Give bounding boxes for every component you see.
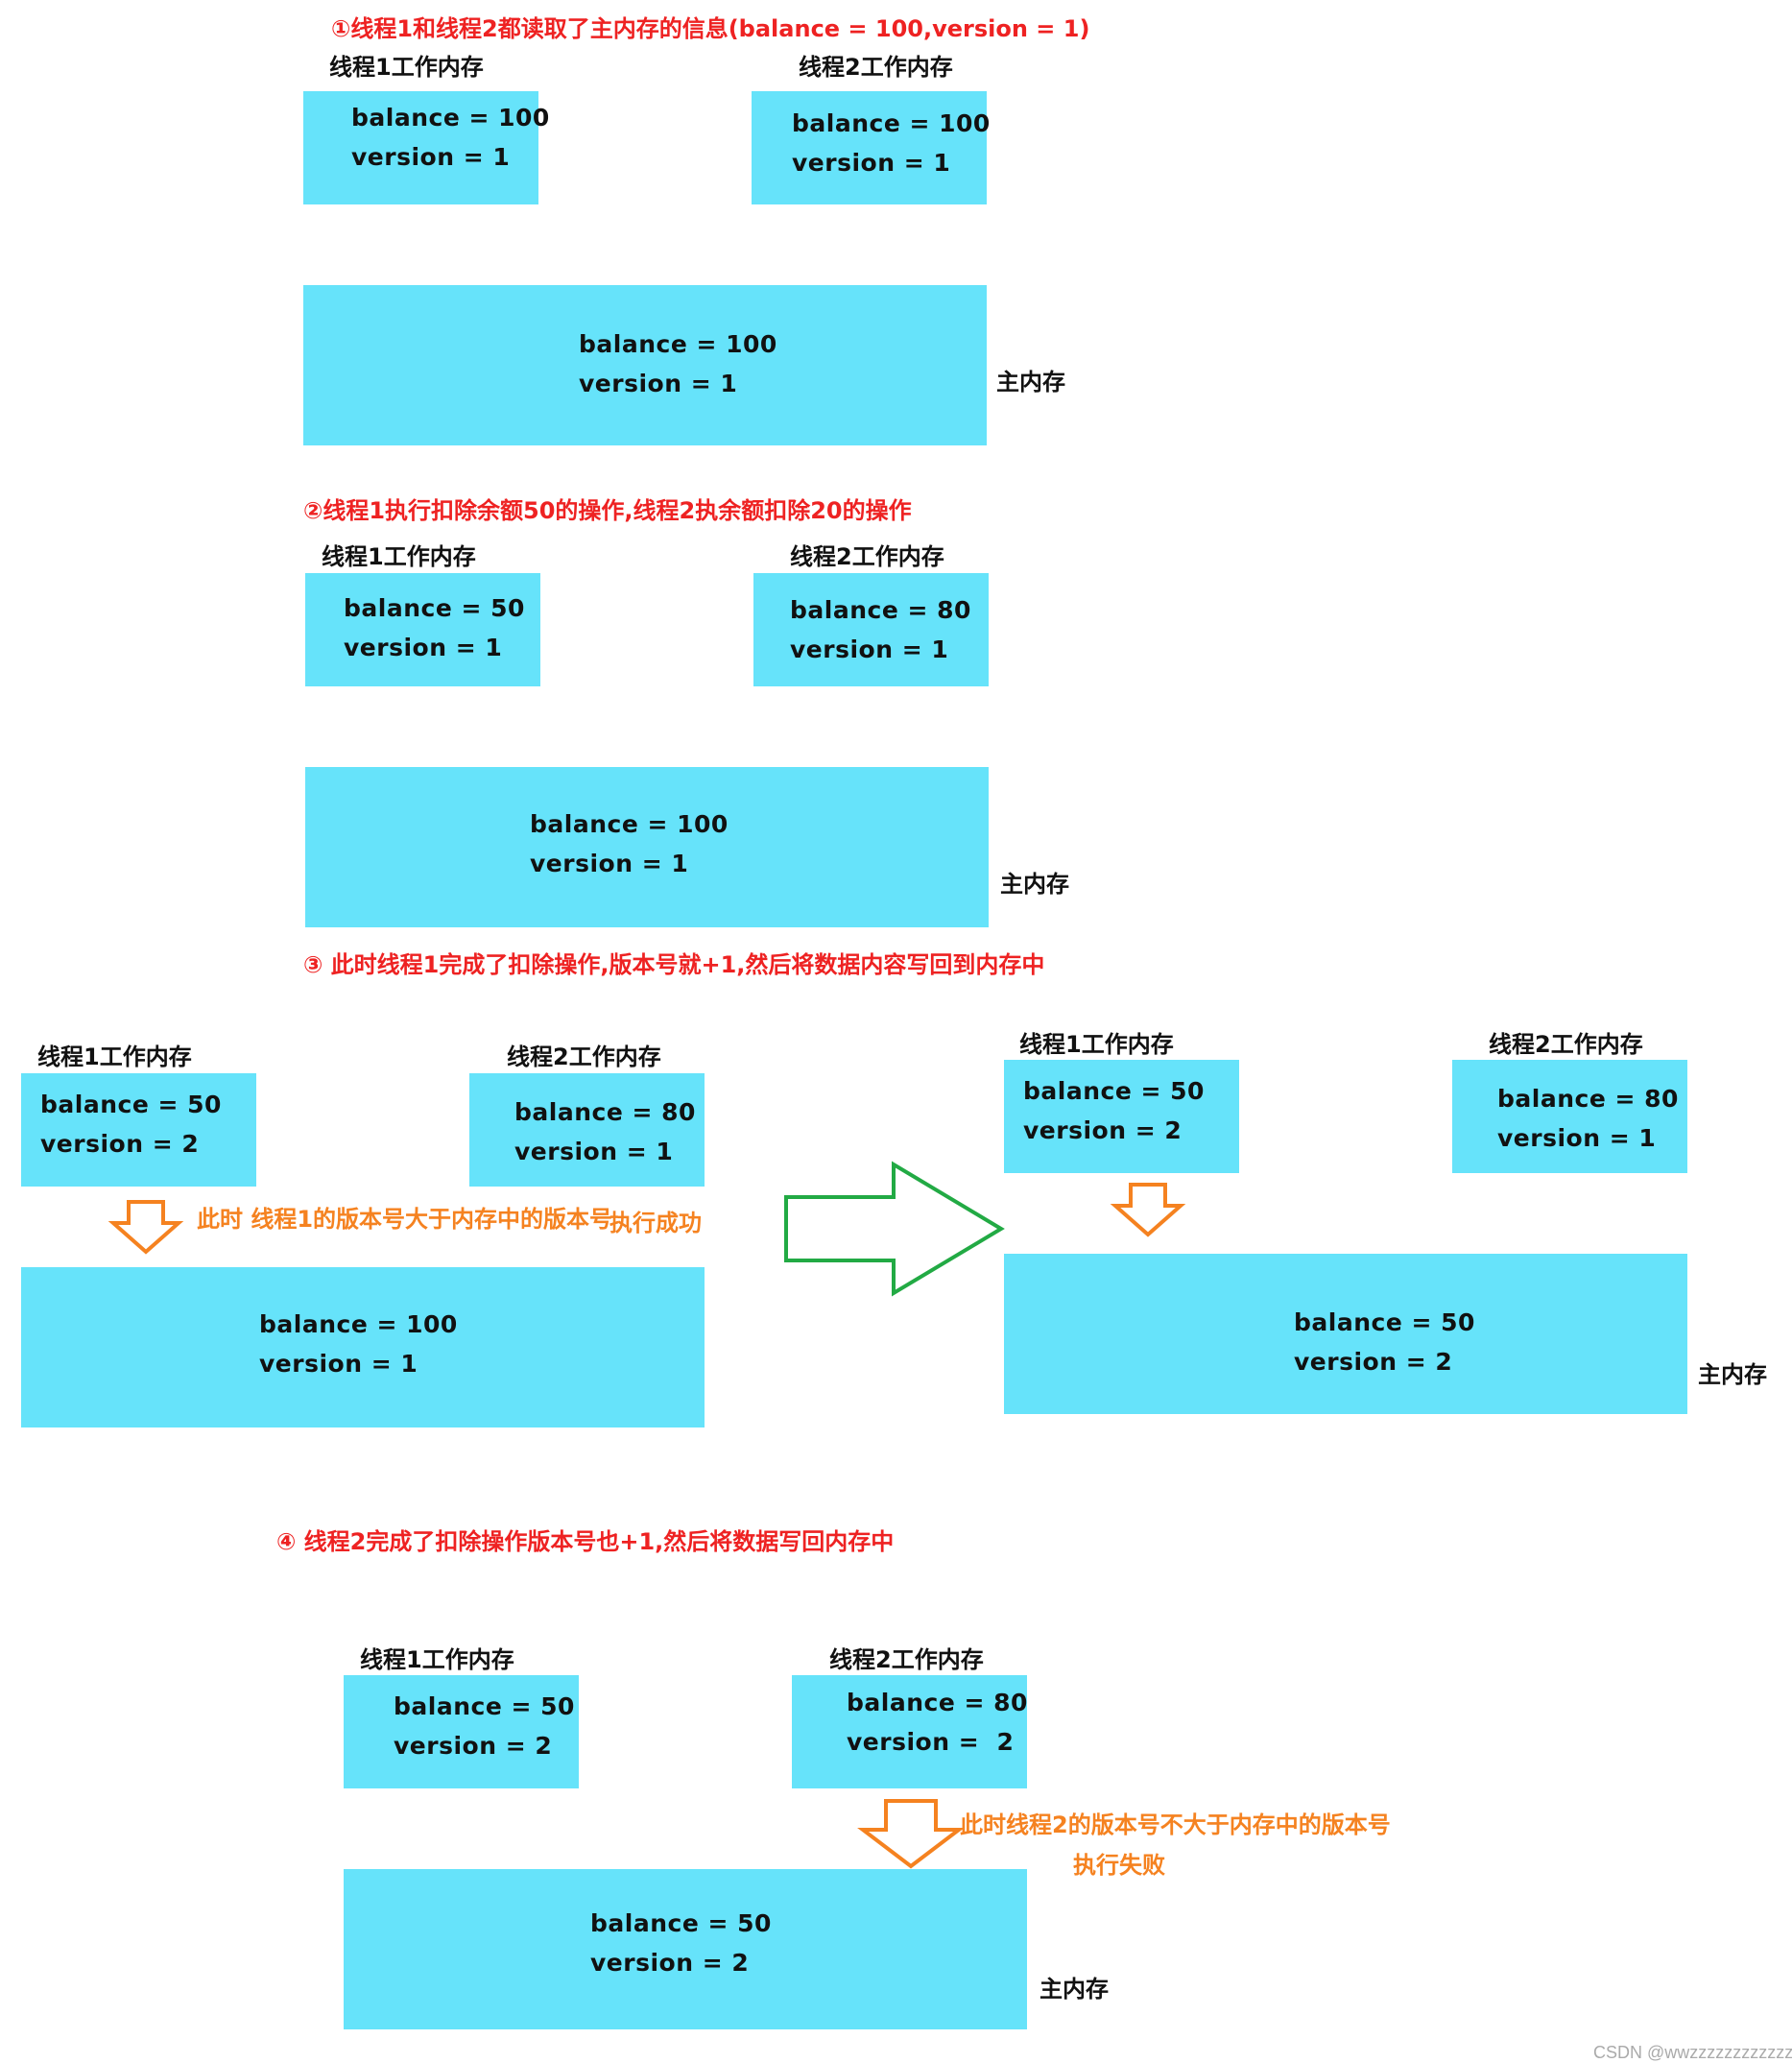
thread2-memory-label: 线程2工作内存 (1489, 1031, 1643, 1058)
thread2-memory-box: balance = 80 version = 1 (1452, 1060, 1687, 1173)
version-value: version = 1 (792, 149, 951, 177)
main-memory-box: balance = 50 version = 2 (344, 1869, 1027, 2029)
main-memory-label: 主内存 (1698, 1361, 1767, 1388)
down-arrow-icon (108, 1200, 184, 1255)
main-memory-box: balance = 100 version = 1 (303, 285, 987, 445)
version-value: version = 1 (514, 1138, 674, 1165)
step2-title: ②线程1执行扣除余额50的操作,线程2执余额扣除20的操作 (303, 497, 912, 524)
balance-value: balance = 50 (344, 594, 525, 622)
thread1-version-note: 此时 线程1的版本号大于内存中的版本号 (197, 1206, 613, 1233)
thread1-memory-box: balance = 50 version = 2 (21, 1073, 256, 1187)
main-memory-box: balance = 100 version = 1 (21, 1267, 705, 1427)
balance-value: balance = 80 (514, 1098, 696, 1126)
step3-title: ③ 此时线程1完成了扣除操作,版本号就+1,然后将数据内容写回到内存中 (303, 951, 1045, 978)
thread2-memory-label: 线程2工作内存 (829, 1646, 984, 1673)
version-value: version = 1 (530, 850, 689, 877)
thread1-memory-label: 线程1工作内存 (37, 1043, 192, 1070)
thread1-memory-label: 线程1工作内存 (322, 543, 476, 570)
main-memory-label: 主内存 (1000, 871, 1069, 898)
thread1-memory-box: balance = 50 version = 1 (305, 573, 540, 686)
balance-value: balance = 80 (847, 1689, 1028, 1716)
step1-title: ①线程1和线程2都读取了主内存的信息(balance = 100,version… (331, 15, 1090, 42)
version-value: version = 1 (344, 634, 503, 661)
version-value: version = 1 (579, 370, 738, 397)
balance-value: balance = 100 (792, 109, 991, 137)
thread1-memory-box: balance = 100 version = 1 (303, 91, 549, 204)
version-value: version = 2 (847, 1728, 1015, 1756)
version-value: version = 1 (351, 143, 511, 171)
version-value: version = 2 (1023, 1116, 1183, 1144)
balance-value: balance = 100 (579, 330, 777, 358)
balance-value: balance = 50 (1294, 1308, 1475, 1336)
thread1-memory-label: 线程1工作内存 (1019, 1031, 1174, 1058)
balance-value: balance = 50 (40, 1091, 222, 1118)
version-value: version = 2 (1294, 1348, 1453, 1376)
failure-note: 执行失败 (1073, 1852, 1165, 1879)
thread2-memory-label: 线程2工作内存 (507, 1043, 661, 1070)
down-arrow-icon (1110, 1183, 1186, 1237)
thread2-memory-label: 线程2工作内存 (799, 54, 953, 81)
success-note: 执行成功 (609, 1210, 702, 1236)
thread1-memory-label: 线程1工作内存 (360, 1646, 514, 1673)
balance-value: balance = 50 (590, 1909, 772, 1937)
balance-value: balance = 50 (1023, 1077, 1205, 1105)
balance-value: balance = 100 (351, 104, 550, 132)
balance-value: balance = 80 (790, 596, 971, 624)
version-value: version = 2 (40, 1130, 200, 1158)
down-arrow-icon (857, 1799, 965, 1869)
balance-value: balance = 100 (530, 810, 729, 838)
version-value: version = 2 (394, 1732, 553, 1760)
thread2-version-note: 此时线程2的版本号不大于内存中的版本号 (960, 1811, 1391, 1838)
main-memory-label: 主内存 (996, 369, 1065, 396)
step4-title: ④ 线程2完成了扣除操作版本号也+1,然后将数据写回内存中 (276, 1528, 895, 1555)
version-value: version = 1 (790, 636, 949, 663)
thread1-memory-box: balance = 50 version = 2 (344, 1675, 579, 1788)
balance-value: balance = 50 (394, 1692, 575, 1720)
main-memory-box: balance = 100 version = 1 (305, 767, 989, 927)
version-value: version = 1 (259, 1350, 418, 1378)
main-memory-label: 主内存 (1039, 1976, 1109, 2003)
balance-value: balance = 100 (259, 1310, 458, 1338)
thread2-memory-box: balance = 100 version = 1 (752, 91, 990, 204)
thread2-memory-box: balance = 80 version = 2 (792, 1675, 1027, 1788)
thread2-memory-box: balance = 80 version = 1 (469, 1073, 705, 1187)
version-value: version = 2 (590, 1949, 750, 1977)
version-value: version = 1 (1497, 1124, 1657, 1152)
right-arrow-icon (784, 1161, 1005, 1297)
thread1-memory-box: balance = 50 version = 2 (1004, 1060, 1239, 1173)
watermark: CSDN @wwzzzzzzzzzzzzz (1593, 2043, 1792, 2062)
balance-value: balance = 80 (1497, 1085, 1679, 1113)
thread2-memory-label: 线程2工作内存 (790, 543, 944, 570)
thread2-memory-box: balance = 80 version = 1 (753, 573, 989, 686)
main-memory-box: balance = 50 version = 2 (1004, 1254, 1687, 1414)
thread1-memory-label: 线程1工作内存 (329, 54, 484, 81)
